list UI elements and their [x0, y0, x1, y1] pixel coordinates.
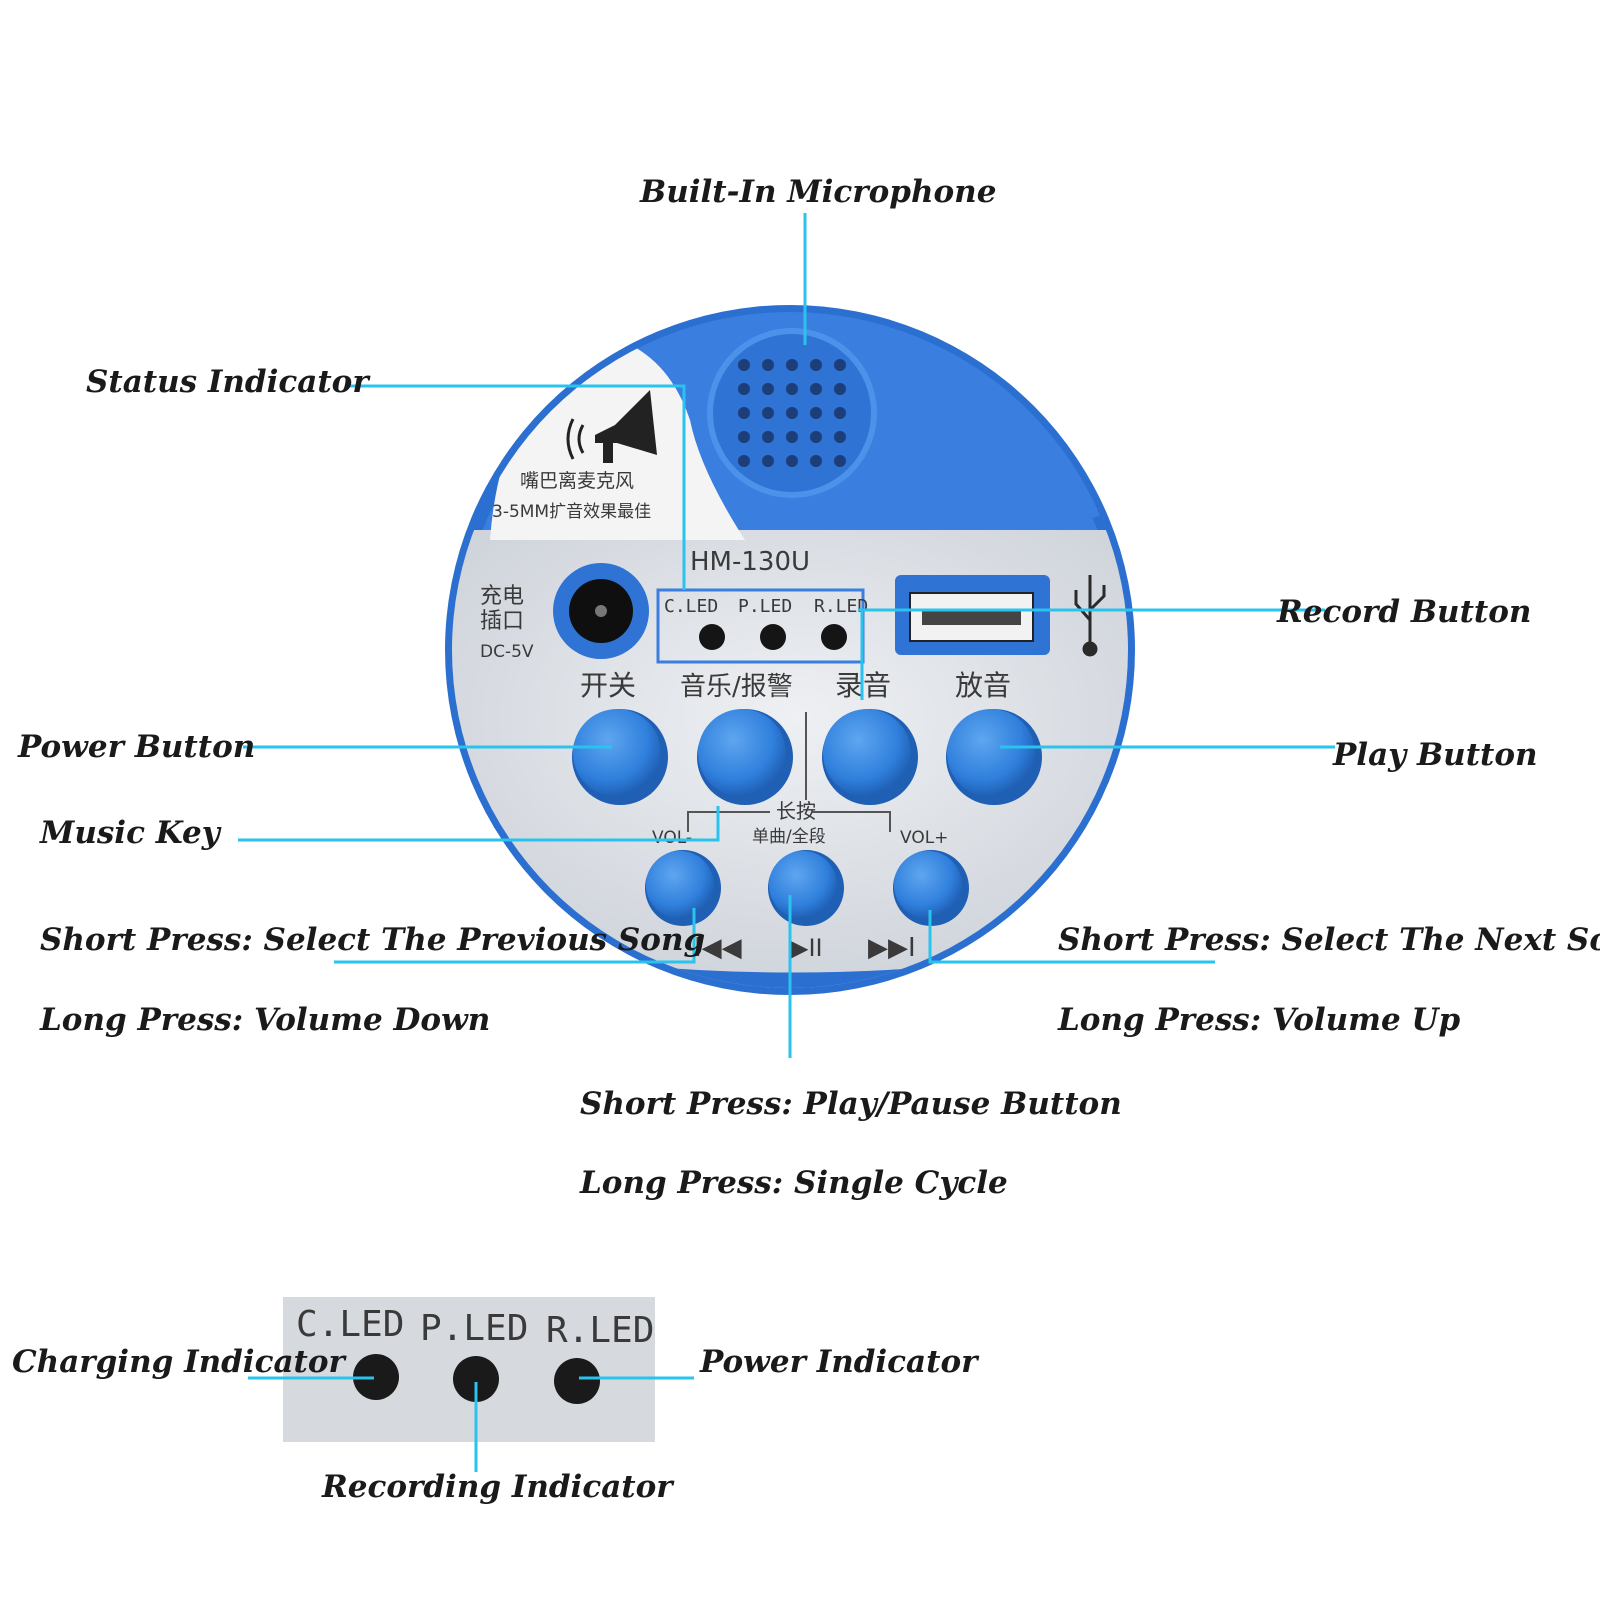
callout-status-indicator: Status Indicator: [86, 364, 371, 400]
led-p: [760, 624, 786, 650]
sticker-line-2: 3-5MM扩音效果最佳: [492, 502, 651, 522]
callout-next-short: Short Press: Select The Next Song: [1058, 922, 1600, 958]
inset-label-r: R.LED: [546, 1310, 654, 1351]
callout-playpause-short: Short Press: Play/Pause Button: [580, 1086, 1122, 1122]
led-label-r: R.LED: [814, 596, 868, 617]
callout-playpause-long: Long Press: Single Cycle: [579, 1165, 1008, 1201]
led-label-p: P.LED: [738, 596, 792, 617]
microphone-grille: [707, 328, 877, 498]
usb-port: [895, 575, 1050, 655]
charge-label-2: 插口: [480, 609, 524, 634]
callout-prev-long: Long Press: Volume Down: [39, 1002, 490, 1038]
mic-hole: [834, 359, 846, 371]
megaphone-panel: 嘴巴离麦克风 3-5MM扩音效果最佳 HM-130U 充电 插口 DC-5V C…: [445, 305, 1135, 995]
charge-label-3: DC-5V: [480, 642, 534, 662]
mic-hole: [834, 431, 846, 443]
record-button[interactable]: [822, 709, 918, 805]
mic-hole: [762, 431, 774, 443]
led-label-c: C.LED: [664, 596, 718, 617]
mic-hole: [786, 383, 798, 395]
callout-recording-indicator: Recording Indicator: [321, 1469, 675, 1505]
mic-hole: [762, 455, 774, 467]
music-button-label: 音乐/报警: [680, 672, 793, 702]
mic-hole: [834, 407, 846, 419]
leader-lines: [238, 213, 1335, 1472]
inset-led-r: [554, 1358, 600, 1404]
sticker-line-1: 嘴巴离麦克风: [520, 470, 634, 492]
single-all-label: 单曲/全段: [752, 827, 826, 847]
mic-hole: [810, 383, 822, 395]
mic-hole: [738, 359, 750, 371]
charge-label-1: 充电: [480, 584, 524, 609]
callout-music-key: Music Key: [39, 815, 222, 851]
model-label: HM-130U: [690, 547, 810, 577]
megaphone-icon: [566, 390, 657, 463]
mic-hole: [810, 407, 822, 419]
mic-hole: [834, 455, 846, 467]
inset-label-p: P.LED: [420, 1308, 528, 1349]
mic-hole: [762, 383, 774, 395]
mic-hole: [738, 455, 750, 467]
power-button-label: 开关: [580, 669, 636, 702]
mic-hole: [762, 407, 774, 419]
play-pause-button[interactable]: [768, 850, 844, 926]
mic-hole: [786, 431, 798, 443]
callout-power-button: Power Button: [17, 729, 255, 765]
long-press-label: 长按: [776, 799, 816, 823]
mic-hole: [834, 383, 846, 395]
play-button[interactable]: [946, 709, 1042, 805]
charge-port: [553, 563, 649, 659]
mic-hole: [762, 359, 774, 371]
next-icon: ▶▶I: [868, 933, 916, 963]
mic-hole: [810, 359, 822, 371]
mic-hole: [738, 407, 750, 419]
callout-power-indicator: Power Indicator: [699, 1344, 980, 1380]
inset-led-c: [353, 1354, 399, 1400]
callout-prev-short: Short Press: Select The Previous Song: [40, 922, 705, 958]
callout-built-in-microphone: Built-In Microphone: [639, 174, 996, 210]
callout-next-long: Long Press: Volume Up: [1057, 1002, 1461, 1038]
vol-plus-label: VOL+: [900, 828, 948, 848]
mic-hole: [786, 407, 798, 419]
callout-play-button: Play Button: [1332, 737, 1538, 773]
music-button[interactable]: [697, 709, 793, 805]
power-button[interactable]: [572, 709, 668, 805]
inset-label-c: C.LED: [296, 1304, 404, 1345]
vol-minus-label: VOL-: [652, 828, 692, 848]
previous-icon: I◀◀: [694, 933, 742, 963]
mic-hole: [786, 455, 798, 467]
inset-led-p: [453, 1356, 499, 1402]
mic-hole: [738, 383, 750, 395]
mic-hole: [786, 359, 798, 371]
previous-button[interactable]: [645, 850, 721, 926]
mic-hole: [810, 431, 822, 443]
mic-hole: [738, 431, 750, 443]
play-pause-icon: ▶II: [790, 934, 823, 962]
mic-hole: [810, 455, 822, 467]
play-button-label: 放音: [955, 669, 1011, 702]
next-button[interactable]: [893, 850, 969, 926]
callout-charging-indicator: Charging Indicator: [12, 1344, 348, 1380]
callout-record-button: Record Button: [1276, 594, 1531, 630]
led-c: [699, 624, 725, 650]
led-closeup-inset: C.LED P.LED R.LED: [283, 1297, 655, 1442]
led-r: [821, 624, 847, 650]
